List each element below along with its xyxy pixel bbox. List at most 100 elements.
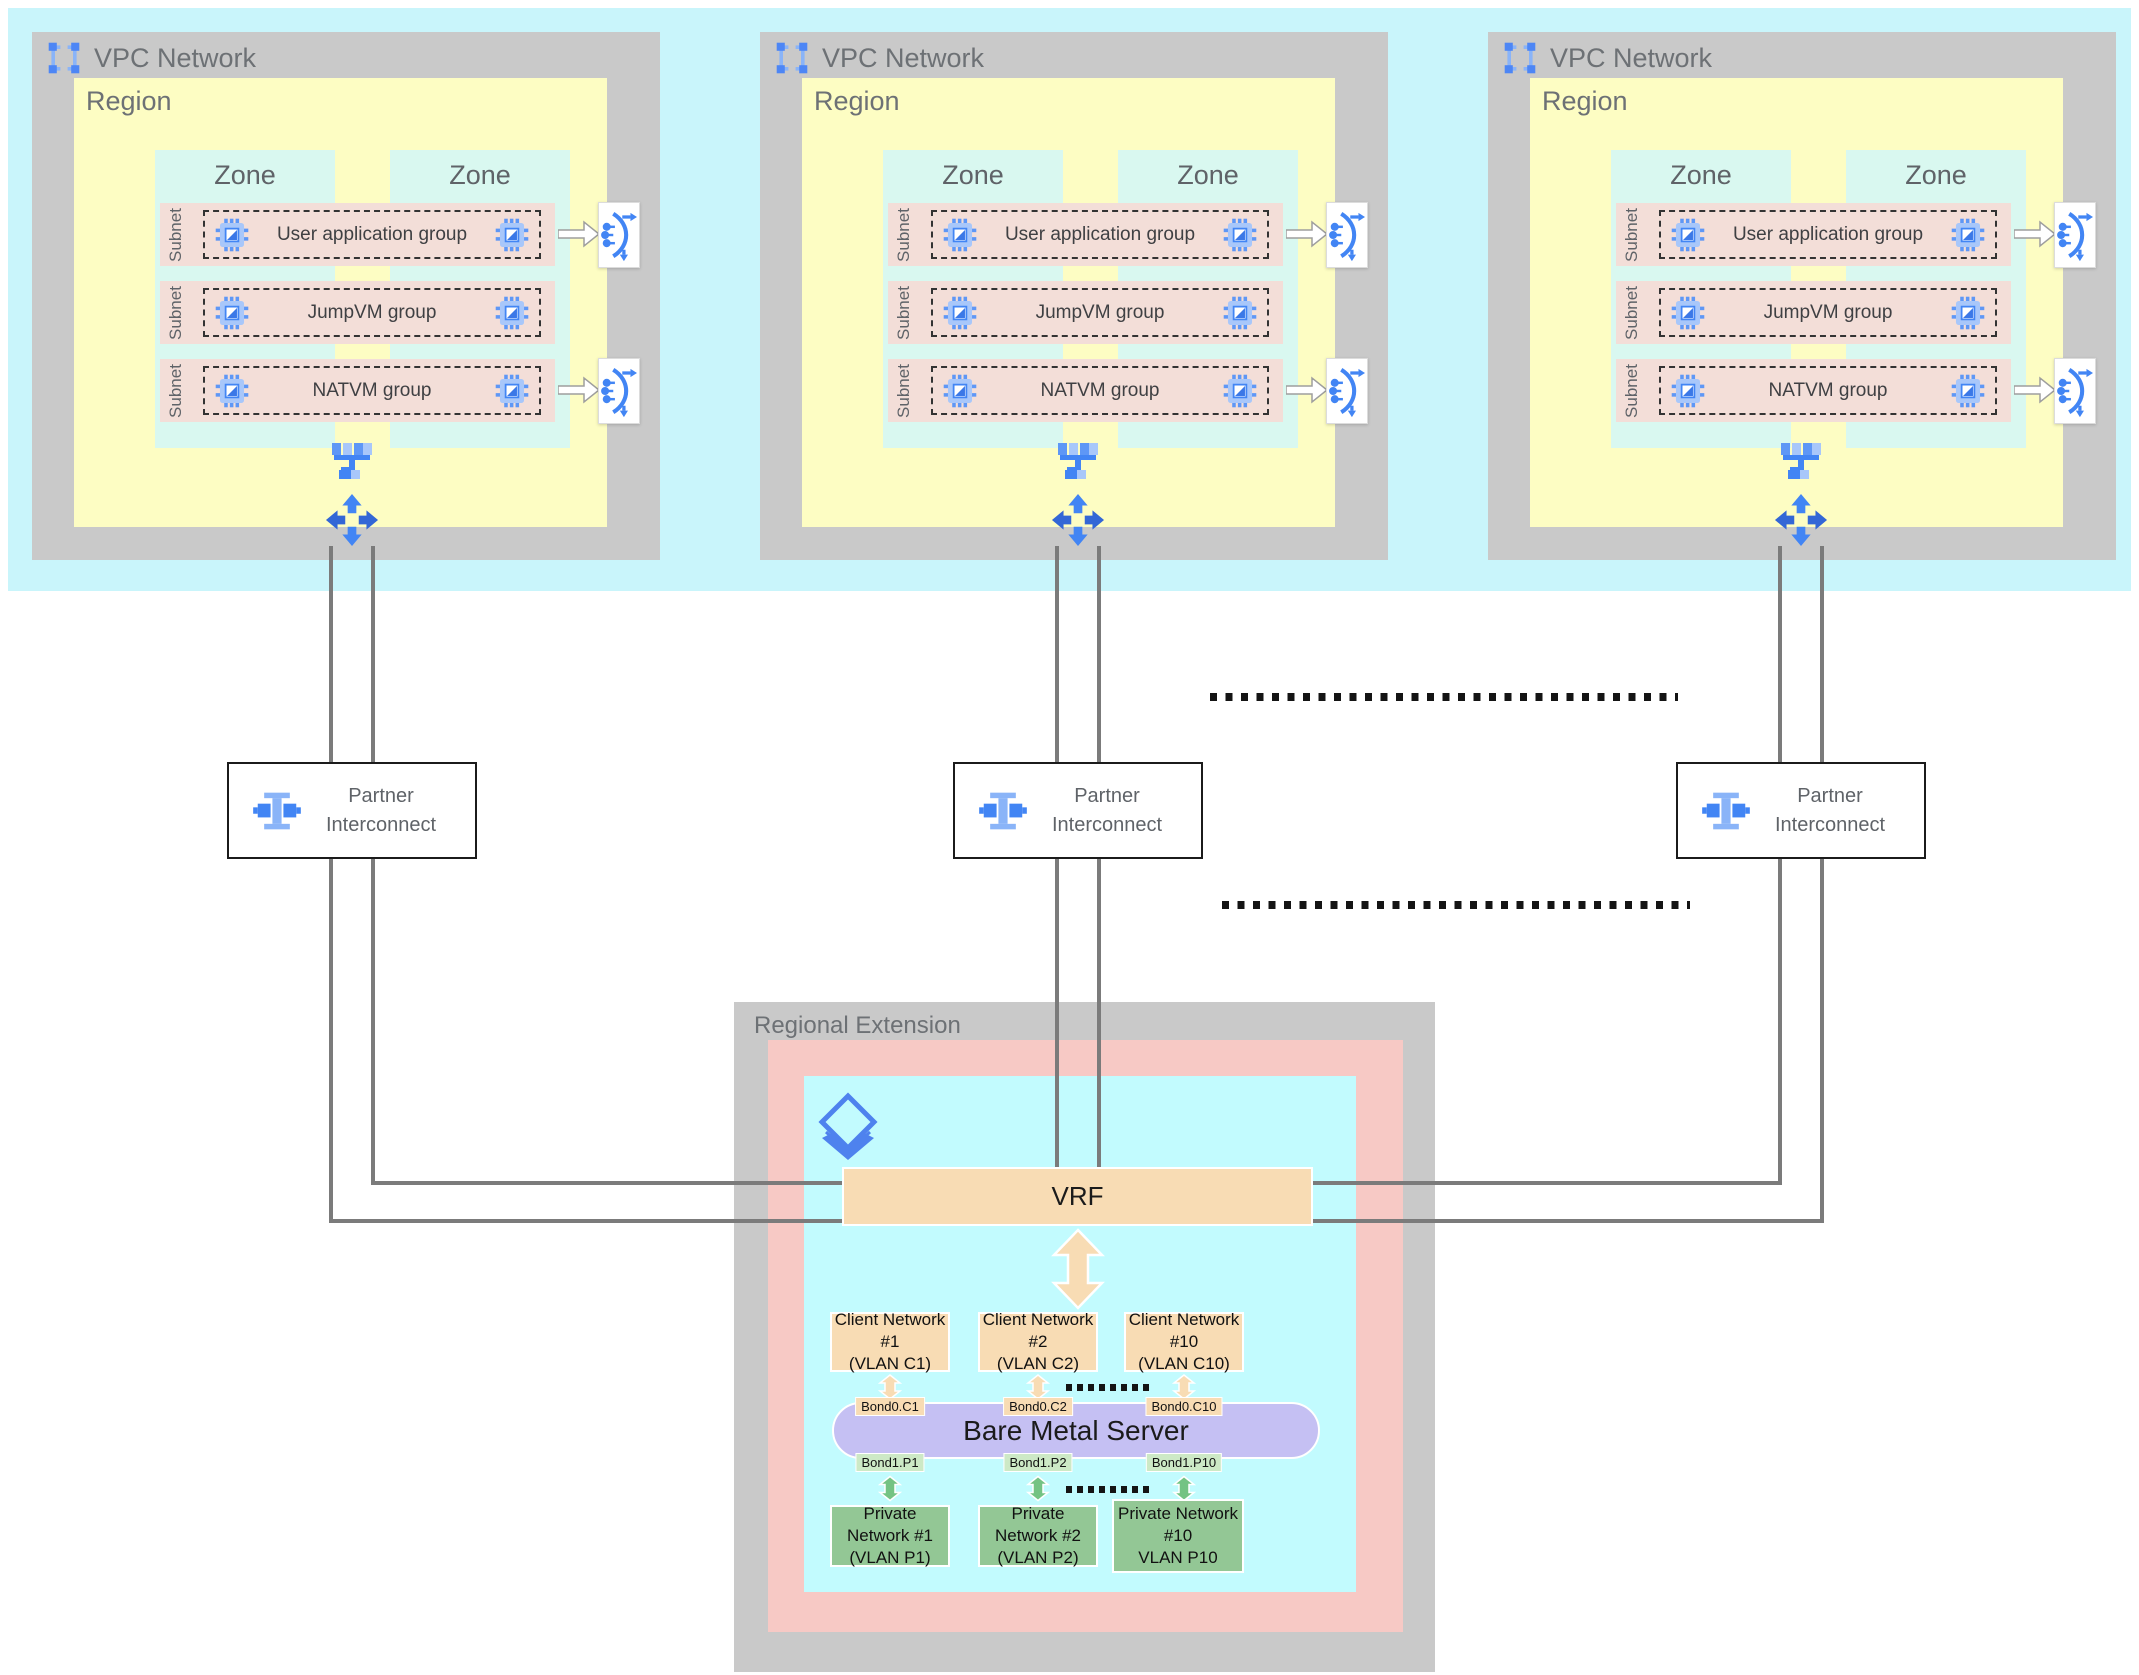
connector-line — [1820, 546, 1824, 763]
connector-line — [1313, 1181, 1782, 1185]
routes-icon — [1774, 492, 1828, 548]
vm-instance-icon — [943, 374, 977, 408]
vm-instance-icon — [1671, 374, 1705, 408]
vm-instance-icon — [1951, 374, 1985, 408]
flow-arrow-icon — [2014, 220, 2056, 248]
vpc-header: VPC Network — [46, 38, 256, 78]
load-balancer-icon — [601, 206, 637, 264]
network-tree-icon — [330, 443, 374, 479]
flow-arrow-icon — [558, 220, 600, 248]
private-network-name: Private Network #1 — [847, 1503, 933, 1545]
subnet-row: Subnet JumpVM group — [888, 281, 1283, 344]
zone-label: Zone — [1177, 160, 1239, 190]
load-balancer-icon — [2057, 362, 2093, 420]
region-label: Region — [1542, 86, 1628, 116]
instance-group-box: User application group — [1659, 210, 1997, 259]
subnet-row: Subnet User application group — [1616, 203, 2011, 266]
vpc-network-icon — [46, 40, 82, 76]
flow-arrow-icon — [558, 376, 600, 404]
partner-interconnect-label: Partner Interconnect — [1774, 784, 1886, 836]
connector-line — [1097, 858, 1101, 1168]
group-label: User application group — [1004, 223, 1196, 245]
subnet-row: Subnet NATVM group — [1616, 359, 2011, 422]
client-network-2: Client Network #2 (VLAN C2) — [978, 1310, 1098, 1374]
vm-instance-icon — [215, 296, 249, 330]
partner-interconnect-icon — [253, 789, 301, 833]
connector-line — [371, 546, 375, 763]
instance-group-box: JumpVM group — [203, 288, 541, 337]
vrf-double-arrow-icon — [1050, 1228, 1106, 1310]
partner-interconnect-label: Partner Interconnect — [325, 784, 437, 836]
subnet-label: Subnet — [894, 285, 913, 340]
group-label: NATVM group — [1040, 379, 1160, 401]
continuation-dots — [1066, 1486, 1154, 1493]
load-balancer-card — [2054, 358, 2096, 424]
group-label: JumpVM group — [307, 301, 437, 323]
connector-line — [329, 1219, 842, 1223]
zone-label: Zone — [1905, 160, 1967, 190]
routes-icon — [325, 492, 379, 548]
routes-icon — [1051, 492, 1105, 548]
vm-instance-icon — [495, 218, 529, 252]
load-balancer-card — [2054, 202, 2096, 268]
subnet-row: Subnet User application group — [160, 203, 555, 266]
client-network-vlan: (VLAN C10) — [1138, 1354, 1230, 1374]
vpc-title: VPC Network — [94, 42, 257, 73]
subnet-label: Subnet — [894, 207, 913, 262]
subnet-row: Subnet User application group — [888, 203, 1283, 266]
vm-instance-icon — [1951, 218, 1985, 252]
vpc-network-icon — [1502, 40, 1538, 76]
client-network-vlan: (VLAN C1) — [848, 1354, 932, 1374]
subnet-label: Subnet — [166, 207, 185, 262]
load-balancer-icon — [1329, 206, 1365, 264]
bond0-label: Bond0.C2 — [1003, 1397, 1073, 1416]
partner-interconnect-box-3: Partner Interconnect — [1676, 762, 1926, 859]
subnet-row: Subnet JumpVM group — [160, 281, 555, 344]
vm-instance-icon — [1671, 218, 1705, 252]
subnet-label: Subnet — [166, 285, 185, 340]
connector-line — [1097, 546, 1101, 763]
vpc-network-block-2: VPC Network Region Zone Zone Subnet User… — [760, 32, 1388, 560]
vm-instance-icon — [495, 296, 529, 330]
load-balancer-card — [1326, 202, 1368, 268]
vm-instance-icon — [1671, 296, 1705, 330]
vpc-network-icon — [774, 40, 810, 76]
private-network-vlan: VLAN P10 — [1138, 1548, 1218, 1568]
private-network-number: #10 — [1163, 1525, 1193, 1545]
partner-interconnect-label: Partner Interconnect — [1051, 784, 1163, 836]
vm-instance-icon — [1223, 296, 1257, 330]
subnet-label: Subnet — [166, 363, 185, 418]
connector-line — [1055, 546, 1059, 763]
bond1-label: Bond1.P2 — [1003, 1453, 1073, 1472]
connector-line — [329, 546, 333, 763]
bond0-label: Bond0.C1 — [855, 1397, 925, 1416]
private-network-name: Private Network #2 — [995, 1503, 1081, 1545]
bond1-label: Bond1.P1 — [855, 1453, 925, 1472]
vpc-header: VPC Network — [1502, 38, 1712, 78]
partner-interconnect-icon — [1702, 789, 1750, 833]
private-network-vlan: (VLAN P1) — [849, 1548, 931, 1568]
client-network-name: Client Network #10 — [1128, 1309, 1240, 1351]
private-bond-arrow-icon — [878, 1475, 902, 1502]
client-network-name: Client Network #1 — [834, 1309, 946, 1351]
partner-interconnect-icon — [979, 789, 1027, 833]
client-network-vlan: (VLAN C2) — [996, 1354, 1080, 1374]
zone-label: Zone — [214, 160, 276, 190]
instance-group-box: JumpVM group — [931, 288, 1269, 337]
zone-label: Zone — [1670, 160, 1732, 190]
group-label: User application group — [276, 223, 468, 245]
private-bond-arrow-icon — [1026, 1475, 1050, 1502]
vpc-title: VPC Network — [1550, 42, 1713, 73]
private-bond-arrow-icon — [1172, 1475, 1196, 1502]
region-label: Region — [86, 86, 172, 116]
client-network-10: Client Network #10 (VLAN C10) — [1124, 1309, 1244, 1374]
connector-line — [1055, 858, 1059, 1168]
group-label: User application group — [1732, 223, 1924, 245]
region-label: Region — [814, 86, 900, 116]
connector-line — [1820, 858, 1824, 1223]
layers-icon — [818, 1092, 878, 1162]
connector-line — [1778, 858, 1782, 1185]
flow-arrow-icon — [2014, 376, 2056, 404]
vm-instance-icon — [1223, 374, 1257, 408]
load-balancer-card — [598, 202, 640, 268]
